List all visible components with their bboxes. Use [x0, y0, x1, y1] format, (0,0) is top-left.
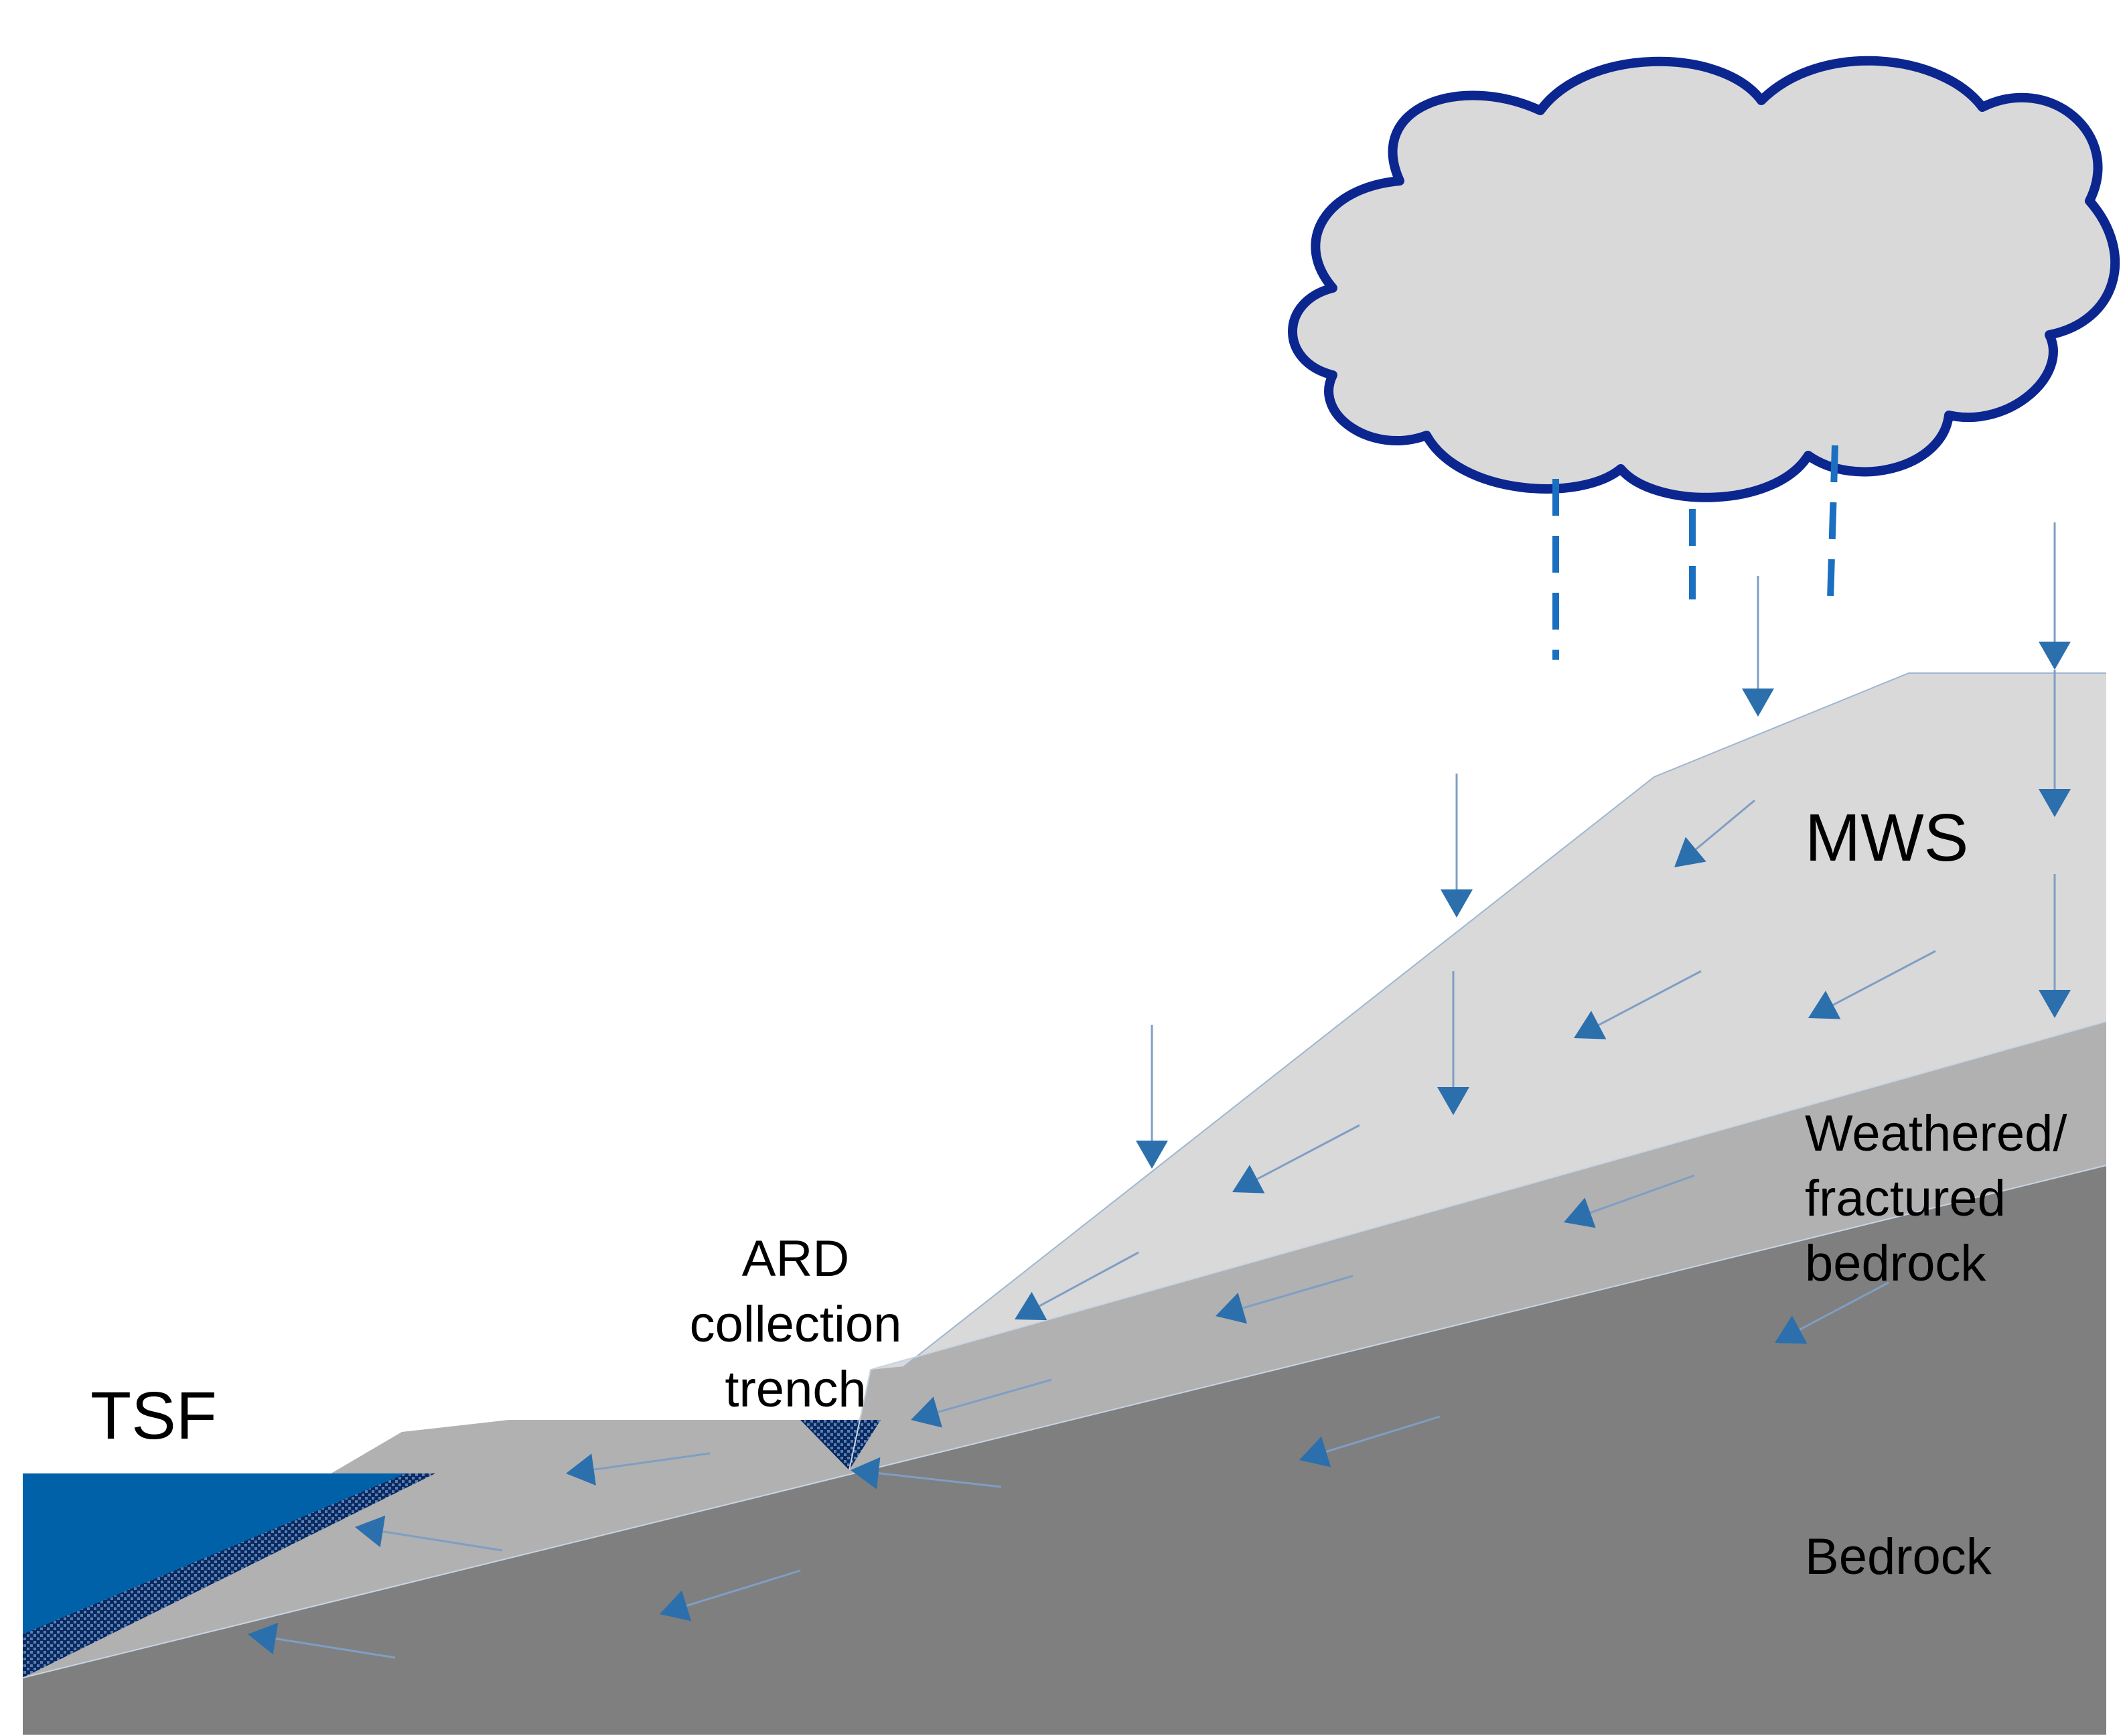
flow-arrow-head-17: [566, 1453, 596, 1486]
flow-arrow-head-2: [2039, 642, 2071, 670]
trench-label-line-3: trench: [725, 1361, 866, 1418]
flow-arrow-head-3: [2039, 789, 2071, 817]
flow-arrow-head-7: [1136, 1141, 1168, 1169]
trench-label-line-2: collection: [690, 1296, 902, 1353]
flow-arrow-head-10: [1808, 991, 1841, 1019]
flow-arrow-head-16: [851, 1457, 881, 1490]
flow-arrow-line-19: [1799, 1281, 1889, 1331]
weathered-label-line-3: bedrock: [1805, 1235, 1986, 1292]
flow-arrow-line-16: [878, 1472, 1002, 1488]
tsf-liner: [23, 1473, 435, 1678]
bedrock-boundary-line: [22, 1165, 2107, 1678]
weathered-label-line-2: fractured: [1805, 1170, 2006, 1227]
flow-arrow-head-21: [660, 1590, 692, 1621]
flow-arrow-head-19: [1775, 1315, 1808, 1344]
flow-arrow-head-13: [1564, 1198, 1596, 1228]
flow-arrow-head-14: [1216, 1293, 1248, 1324]
flow-arrow-line-13: [1590, 1174, 1695, 1214]
flow-arrow-line-15: [937, 1378, 1052, 1413]
weathered-bedrock-layer: [23, 1021, 2106, 1678]
flow-arrow-head-1: [1742, 689, 1774, 717]
weathered-label-line-1: Weathered/: [1805, 1105, 2067, 1162]
flow-arrow-line-12: [1039, 1251, 1139, 1307]
tsf-label: TSF: [90, 1378, 217, 1453]
flow-arrow-line-10: [1832, 950, 1936, 1006]
flow-arrows: [248, 522, 2071, 1659]
flow-arrow-line-20: [1325, 1415, 1441, 1453]
flow-arrow-line-11: [1256, 1124, 1360, 1180]
mws-boundary-line: [903, 672, 2106, 1367]
flow-arrow-line-22: [275, 1638, 396, 1659]
flow-arrow-head-18: [355, 1515, 386, 1548]
flow-arrow-head-12: [1015, 1291, 1047, 1321]
rain-drops: [1552, 445, 1838, 660]
flow-arrow-head-5: [1441, 889, 1473, 918]
bedrock-layer: [23, 1165, 2106, 1735]
weathered-boundary-line: [849, 1021, 2107, 1471]
ard-collection-trench: [800, 1420, 881, 1470]
flow-arrow-line-17: [593, 1452, 711, 1471]
flow-arrow-line-21: [686, 1569, 801, 1607]
flow-arrow-head-8: [1674, 837, 1706, 867]
flow-arrow-head-9: [1574, 1011, 1607, 1039]
bedrock-label: Bedrock: [1805, 1528, 1992, 1585]
mws-layer: [871, 673, 2106, 1370]
flow-arrow-line-9: [1598, 970, 1702, 1026]
trench-label-line-1: ARD: [742, 1230, 849, 1287]
cloud-icon: [1288, 56, 2120, 502]
flow-arrow-line-8: [1695, 799, 1755, 851]
flow-arrow-line-18: [382, 1530, 503, 1552]
mws-label: MWS: [1805, 800, 1968, 875]
flow-arrow-head-11: [1232, 1165, 1265, 1194]
flow-arrow-head-20: [1299, 1436, 1331, 1467]
flow-arrow-head-6: [1437, 1087, 1469, 1115]
flow-arrow-head-15: [911, 1396, 942, 1428]
flow-arrow-head-22: [248, 1622, 279, 1655]
flow-arrow-head-4: [2039, 990, 2071, 1018]
flow-arrow-line-14: [1242, 1275, 1353, 1309]
